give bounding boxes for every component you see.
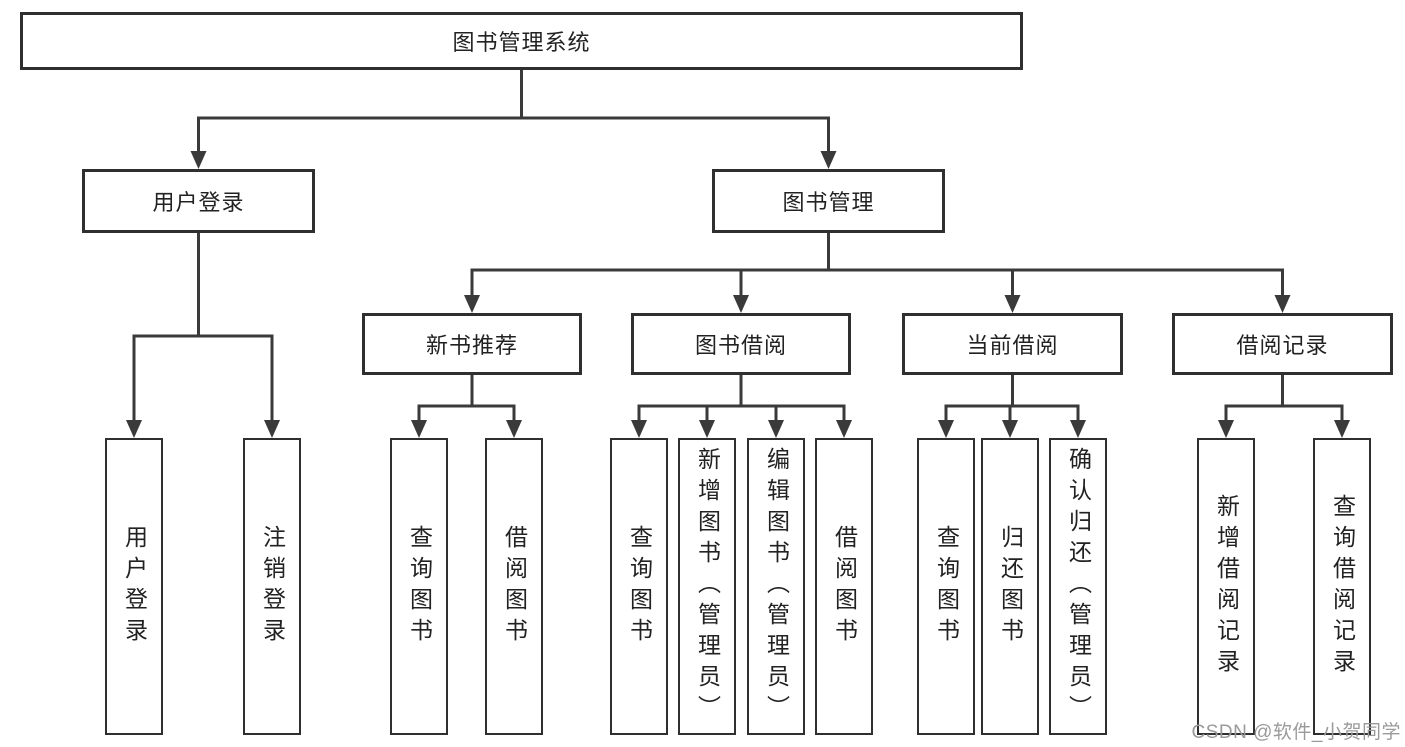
node-logout-label: 注销登录 bbox=[259, 524, 286, 649]
node-borrow-books-label: 借阅图书 bbox=[831, 524, 858, 649]
node-borrowing-records: 借阅记录 bbox=[1172, 313, 1393, 375]
node-query-borrow-record-label: 查询借阅记录 bbox=[1329, 493, 1356, 680]
connector-borrowing-records-to-leaves bbox=[1218, 375, 1350, 438]
node-user-login-label: 用户登录 bbox=[121, 524, 148, 649]
node-root: 图书管理系统 bbox=[20, 12, 1023, 70]
connector-current-borrowing-to-leaves bbox=[938, 375, 1086, 438]
node-borrow-books: 借阅图书 bbox=[815, 438, 873, 735]
node-add-books-admin: 新增图书（管理员） bbox=[678, 438, 736, 735]
node-query-books-current-label: 查询图书 bbox=[933, 524, 960, 649]
node-return-books-label: 归还图书 bbox=[997, 524, 1024, 649]
connector-root-to-level2 bbox=[190, 70, 837, 169]
node-edit-books-admin: 编辑图书（管理员） bbox=[747, 438, 805, 735]
node-query-books-recommend-label: 查询图书 bbox=[406, 524, 433, 649]
node-return-books: 归还图书 bbox=[981, 438, 1039, 735]
csdn-watermark: CSDN @软件_小贺同学 bbox=[1191, 722, 1401, 743]
node-borrow-books-recommend-label: 借阅图书 bbox=[501, 524, 528, 649]
connector-book-management-to-level3 bbox=[464, 233, 1291, 313]
node-book-borrowing: 图书借阅 bbox=[631, 313, 851, 375]
node-new-book-recommend-label: 新书推荐 bbox=[425, 333, 518, 358]
node-add-books-admin-label: 新增图书（管理员） bbox=[694, 447, 721, 726]
node-add-borrow-record-label: 新增借阅记录 bbox=[1213, 493, 1240, 680]
node-book-borrowing-label: 图书借阅 bbox=[694, 333, 787, 358]
node-confirm-return-admin-label: 确认归还（管理员） bbox=[1065, 447, 1092, 726]
node-new-book-recommend: 新书推荐 bbox=[362, 313, 582, 375]
node-book-management-label: 图书管理 bbox=[782, 190, 875, 215]
node-root-label: 图书管理系统 bbox=[452, 30, 591, 55]
node-user-login-group-label: 用户登录 bbox=[152, 190, 245, 215]
node-book-management: 图书管理 bbox=[712, 169, 945, 233]
node-add-borrow-record: 新增借阅记录 bbox=[1197, 438, 1255, 735]
node-query-books-borrowing-label: 查询图书 bbox=[626, 524, 653, 649]
node-current-borrowing: 当前借阅 bbox=[902, 313, 1123, 375]
connector-user-login-to-leaves bbox=[126, 233, 280, 438]
node-query-borrow-record: 查询借阅记录 bbox=[1313, 438, 1371, 735]
node-borrowing-records-label: 借阅记录 bbox=[1236, 333, 1329, 358]
connector-book-borrowing-to-leaves bbox=[631, 375, 852, 438]
node-query-books-borrowing: 查询图书 bbox=[610, 438, 668, 735]
node-query-books-recommend: 查询图书 bbox=[390, 438, 448, 735]
node-logout: 注销登录 bbox=[243, 438, 301, 735]
node-edit-books-admin-label: 编辑图书（管理员） bbox=[763, 447, 790, 726]
node-user-login-group: 用户登录 bbox=[82, 169, 315, 233]
node-borrow-books-recommend: 借阅图书 bbox=[485, 438, 543, 735]
node-current-borrowing-label: 当前借阅 bbox=[966, 333, 1059, 358]
node-confirm-return-admin: 确认归还（管理员） bbox=[1049, 438, 1107, 735]
node-query-books-current: 查询图书 bbox=[917, 438, 975, 735]
node-user-login: 用户登录 bbox=[105, 438, 163, 735]
connector-new-book-recommend-to-leaves bbox=[411, 375, 522, 438]
